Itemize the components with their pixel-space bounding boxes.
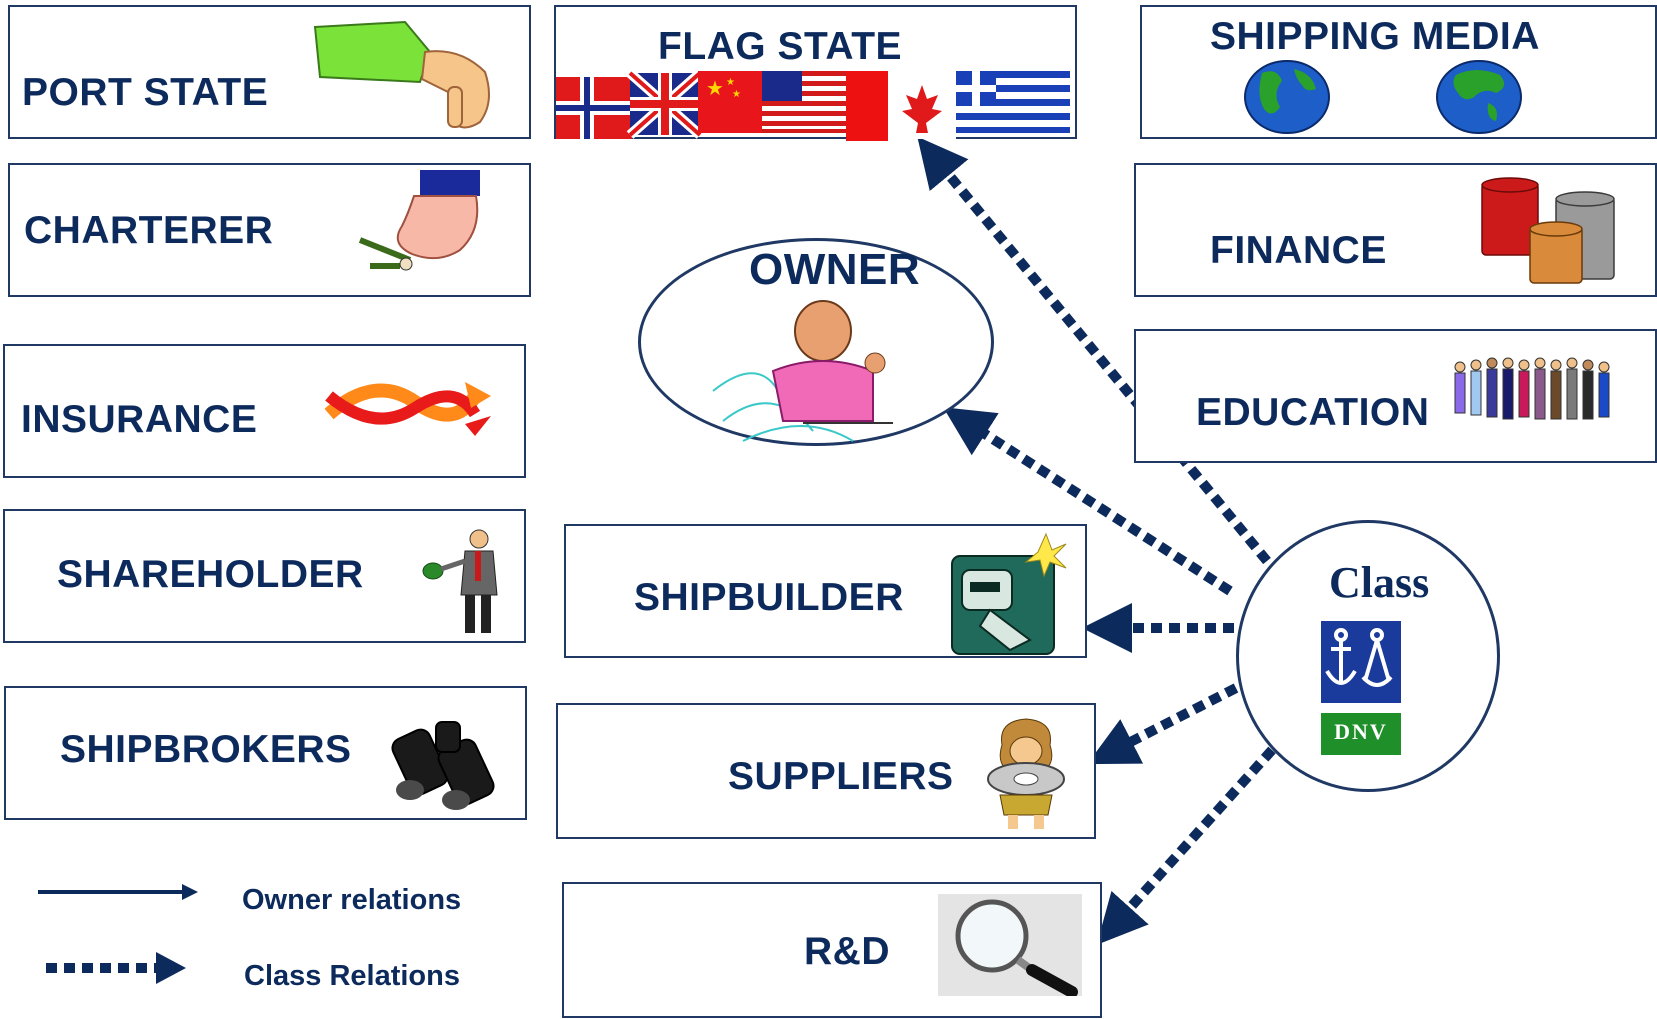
shipbrokers-label: SHIPBROKERS [60,728,352,771]
charterer-label: CHARTERER [24,209,274,252]
entity-finance: FINANCE [1134,163,1657,297]
entity-shareholder: SHAREHOLDER [3,509,526,643]
entity-owner: OWNER [638,238,994,446]
entity-charterer: CHARTERER [8,163,531,297]
class-arrow-suppliers [1087,683,1239,765]
legend-owner-relations: Owner relations [242,884,462,916]
dnv-logo-text: DNV [1334,719,1388,744]
owner-man-icon [712,300,893,442]
class-arrow-flag-state [917,136,1271,565]
entity-suppliers: SUPPLIERS [556,703,1096,839]
hand-holding-person-icon [358,170,480,271]
education-label: EDUCATION [1196,391,1430,434]
finance-label: FINANCE [1210,229,1387,272]
businessman-money-bag-icon [422,529,498,633]
anchor-logo-icon [1321,621,1401,703]
entity-rnd: R&D [562,882,1102,1018]
shipping-media-label: SHIPPING MEDIA [1210,15,1540,58]
flag-state-label: FLAG STATE [658,25,903,68]
shareholder-label: SHAREHOLDER [57,553,364,596]
national-flags-icon: ★ ★ ★ [556,71,1070,141]
people-group-icon [1454,357,1610,420]
entity-insurance: INSURANCE [3,344,526,478]
globe-icon [1436,60,1522,134]
class-title: Class [1329,558,1430,607]
rnd-label: R&D [804,930,890,973]
pointing-hand-icon [313,20,490,129]
legend-class-relations: Class Relations [244,960,460,992]
twisted-arrows-icon [325,382,491,436]
entity-education: EDUCATION [1134,329,1657,463]
suppliers-label: SUPPLIERS [728,755,954,798]
entity-shipping-media: SHIPPING MEDIA [1140,5,1657,139]
shipbuilder-label: SHIPBUILDER [634,576,904,619]
dnv-logo-icon [1321,713,1401,755]
svg-text:★: ★ [706,76,724,100]
binoculars-icon [391,721,495,810]
class-node: Class DNV [1236,520,1500,792]
caveman-wheel-icon [987,718,1065,829]
coin-stacks-icon [1481,177,1615,284]
legend-dashed-arrow [46,952,186,984]
legend-solid-arrow [38,884,198,900]
entity-shipbuilder: SHIPBUILDER [564,524,1087,658]
globe-icon [1244,60,1330,134]
port-state-label: PORT STATE [22,71,269,114]
svg-text:★: ★ [726,77,735,88]
entity-shipbrokers: SHIPBROKERS [4,686,527,820]
entity-port-state: PORT STATE [8,5,531,139]
entity-flag-state: FLAG STATE ★ ★ ★ [554,5,1077,141]
owner-label: OWNER [749,245,921,294]
welder-icon [951,532,1067,655]
svg-text:★: ★ [732,89,741,100]
insurance-label: INSURANCE [21,398,258,441]
class-arrow-rnd [1096,746,1276,945]
magnifying-glass-icon [938,894,1082,996]
